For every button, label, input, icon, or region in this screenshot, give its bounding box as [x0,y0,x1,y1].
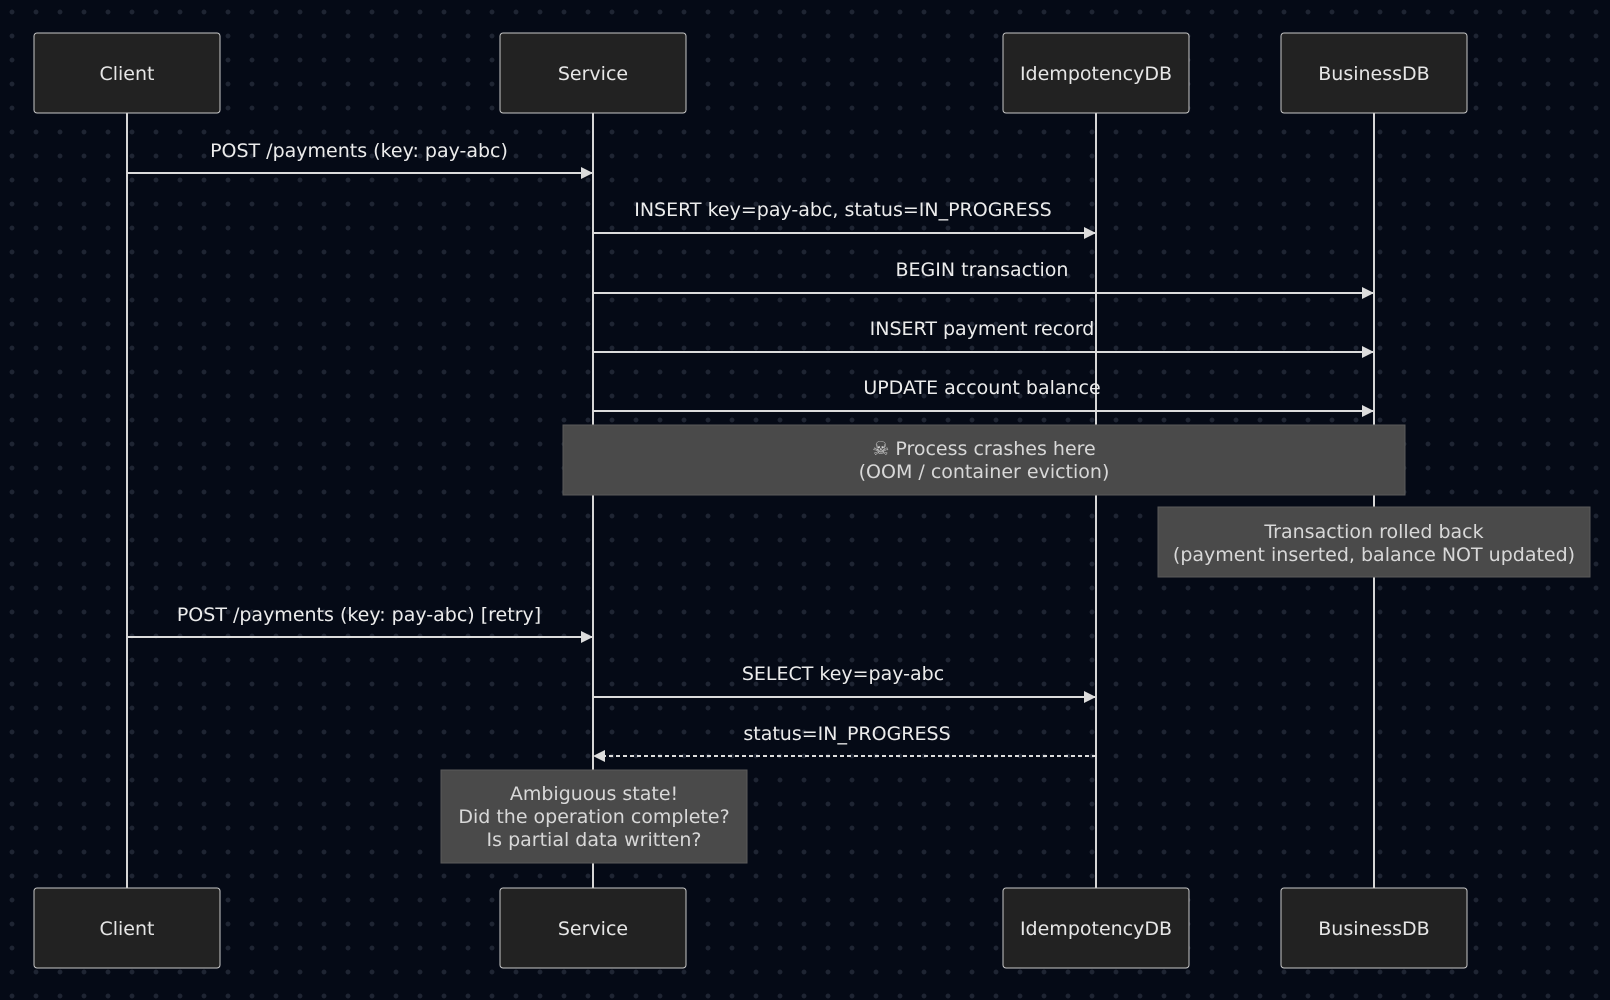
note-line: (OOM / container eviction) [859,461,1110,483]
note-ambiguous-state: Ambiguous state! Did the operation compl… [440,769,748,864]
note-line: Is partial data written? [487,829,702,851]
note-line: Ambiguous state! [510,783,678,805]
actor-label: BusinessDB [1318,63,1429,85]
actor-service-top[interactable]: Service [499,32,687,114]
actor-label: IdempotencyDB [1020,918,1172,940]
messages: POST /payments (key: pay-abc) INSERT key… [127,140,1374,762]
actor-idempotencydb-top[interactable]: IdempotencyDB [1002,32,1190,114]
message-label: BEGIN transaction [896,259,1069,281]
note-process-crash: ☠ Process crashes here (OOM / container … [562,424,1406,496]
actor-service-bottom[interactable]: Service [499,887,687,969]
actor-client-top[interactable]: Client [33,32,221,114]
message-label: POST /payments (key: pay-abc) [210,140,508,162]
actor-label: Client [99,63,154,85]
actor-businessdb-top[interactable]: BusinessDB [1280,32,1468,114]
actor-label: BusinessDB [1318,918,1429,940]
message-status-in-progress-reply: status=IN_PROGRESS [593,723,1096,762]
lifelines [126,113,1375,888]
message-insert-idempotency-key: INSERT key=pay-abc, status=IN_PROGRESS [593,199,1096,239]
actor-client-bottom[interactable]: Client [33,887,221,969]
note-line: Transaction rolled back [1263,521,1483,543]
actor-label: Service [558,63,628,85]
message-begin-transaction: BEGIN transaction [593,259,1374,299]
message-label: INSERT key=pay-abc, status=IN_PROGRESS [634,199,1052,221]
actor-idempotencydb-bottom[interactable]: IdempotencyDB [1002,887,1190,969]
note-line: (payment inserted, balance NOT updated) [1173,544,1575,566]
note-line: ☠ Process crashes here [872,438,1095,460]
notes: ☠ Process crashes here (OOM / container … [440,424,1591,864]
actors-bottom: Client Service IdempotencyDB BusinessDB [33,887,1468,969]
message-select-key: SELECT key=pay-abc [593,663,1096,703]
message-label: UPDATE account balance [863,377,1100,399]
message-insert-payment-record: INSERT payment record [593,318,1374,358]
actor-label: Service [558,918,628,940]
actor-label: Client [99,918,154,940]
message-update-account-balance: UPDATE account balance [593,377,1374,417]
message-label: POST /payments (key: pay-abc) [retry] [177,604,541,626]
message-label: INSERT payment record [870,318,1095,340]
actors-top: Client Service IdempotencyDB BusinessDB [33,32,1468,114]
actor-label: IdempotencyDB [1020,63,1172,85]
note-line: Did the operation complete? [458,806,729,828]
message-post-payments-retry: POST /payments (key: pay-abc) [retry] [127,604,593,643]
actor-businessdb-bottom[interactable]: BusinessDB [1280,887,1468,969]
message-post-payments: POST /payments (key: pay-abc) [127,140,593,179]
message-label: status=IN_PROGRESS [743,723,950,745]
note-transaction-rolled-back: Transaction rolled back (payment inserte… [1157,506,1591,578]
message-label: SELECT key=pay-abc [742,663,944,685]
